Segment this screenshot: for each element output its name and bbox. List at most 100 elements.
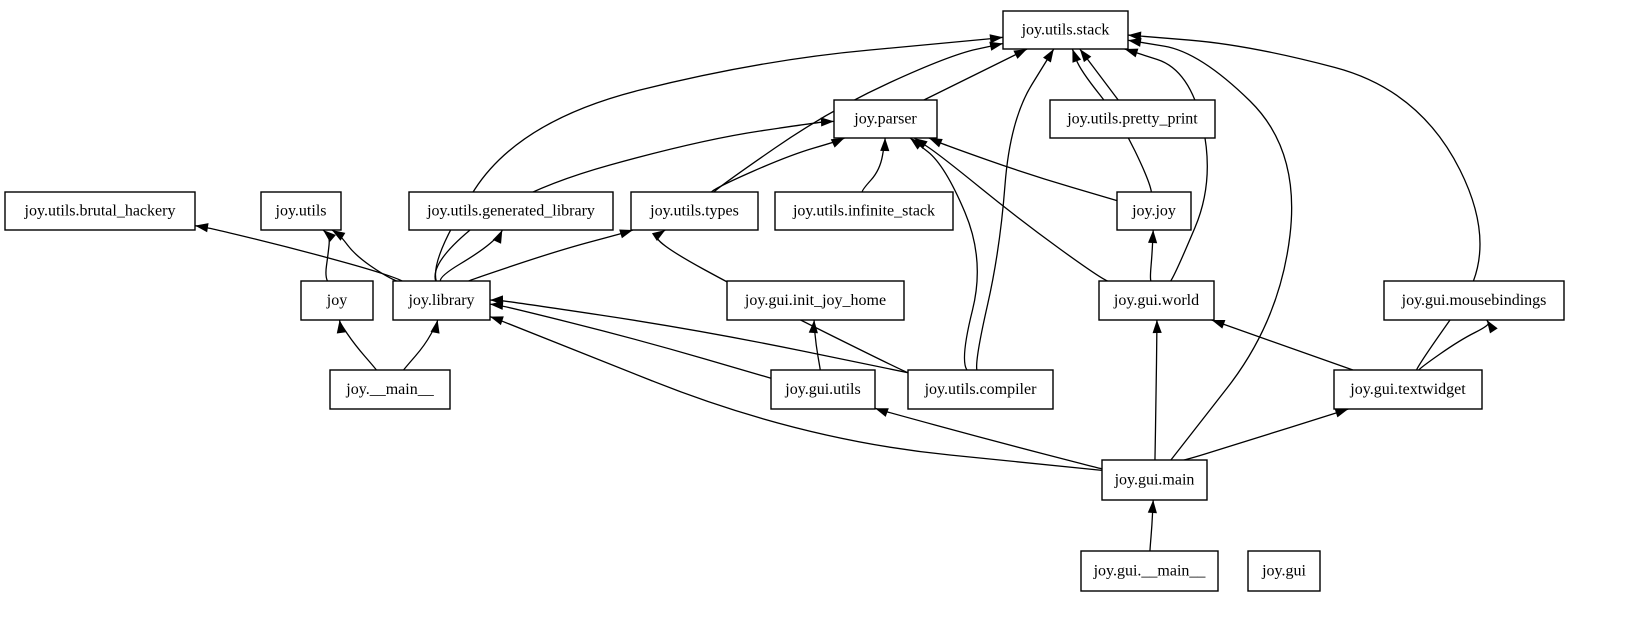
graph-node-joy-utils[interactable]: joy.utils [260, 191, 342, 231]
edge-arrowhead [323, 230, 336, 242]
graph-node-joy-gui-mousebindings[interactable]: joy.gui.mousebindings [1383, 280, 1565, 321]
node-label: joy.__main__ [345, 381, 434, 398]
node-box[interactable] [392, 280, 491, 321]
graph-node-joy-utils-generated-library[interactable]: joy.utils.generated_library [408, 191, 614, 231]
node-label: joy.gui [1261, 563, 1306, 580]
node-label: joy.utils.generated_library [426, 203, 595, 220]
nodes-layer: joy.utils.stack joy.parser joy.utils.prett… [4, 10, 1565, 592]
node-label: joy.gui.textwidget [1349, 381, 1466, 398]
graph-node-joy---main--[interactable]: joy.__main__ [329, 369, 451, 410]
graph-node-joy-gui-world[interactable]: joy.gui.world [1098, 280, 1215, 321]
edge-arrowhead [1211, 320, 1226, 329]
edge-arrowhead [490, 295, 504, 305]
graph-node-joy-utils-stack[interactable]: joy.utils.stack [1002, 10, 1129, 50]
edge-arrowhead [1128, 37, 1142, 47]
node-label: joy.utils.compiler [924, 381, 1038, 398]
graph-edge [403, 319, 439, 371]
graph-edge [1127, 39, 1293, 461]
edge-arrowhead [619, 229, 633, 239]
graph-edge [1211, 319, 1354, 371]
graph-edge [489, 316, 1103, 472]
node-box[interactable] [1098, 280, 1215, 321]
node-label: joy.utils.types [649, 203, 739, 220]
graph-edge [874, 407, 1103, 470]
node-box[interactable] [1049, 99, 1216, 139]
edge-arrowhead [880, 138, 890, 152]
edge-arrowhead [1079, 49, 1092, 63]
graph-node-joy-gui---main--[interactable]: joy.gui.__main__ [1080, 550, 1219, 592]
node-box[interactable] [408, 191, 614, 231]
graph-node-joy-gui-init-joy-home[interactable]: joy.gui.init_joy_home [726, 280, 905, 321]
graph-edge [1124, 48, 1208, 282]
node-label: joy.utils.stack [1021, 22, 1110, 39]
node-box[interactable] [774, 191, 954, 231]
node-box[interactable] [1383, 280, 1565, 321]
graph-edge [439, 229, 503, 282]
edge-arrowhead [331, 230, 346, 241]
graph-edge [928, 137, 1118, 202]
graph-edge [1154, 319, 1158, 461]
edge-arrowhead [928, 138, 943, 148]
graph-node-joy-gui-main[interactable]: joy.gui.main [1101, 459, 1208, 501]
edge-arrowhead [1152, 320, 1162, 334]
graph-edge [975, 48, 1055, 371]
node-label: joy.library [407, 292, 474, 309]
node-box[interactable] [1080, 550, 1219, 592]
graph-node-joy[interactable]: joy [300, 280, 374, 321]
node-box[interactable] [4, 191, 196, 231]
node-label: joy.parser [853, 111, 917, 128]
node-box[interactable] [260, 191, 342, 231]
node-box[interactable] [1101, 459, 1208, 501]
edge-arrowhead [492, 230, 503, 244]
graph-node-joy-utils-pretty-print[interactable]: joy.utils.pretty_print [1049, 99, 1216, 139]
edge-arrowhead [336, 320, 346, 334]
node-label: joy.utils.infinite_stack [792, 203, 935, 220]
node-label: joy.gui.main [1114, 472, 1195, 489]
edge-arrowhead [1147, 500, 1157, 514]
graph-node-joy-gui-utils[interactable]: joy.gui.utils [770, 369, 876, 410]
edge-arrowhead [989, 34, 1003, 44]
edge-arrowhead [651, 230, 666, 241]
graph-node-joy-utils-types[interactable]: joy.utils.types [630, 191, 759, 231]
node-box[interactable] [300, 280, 374, 321]
graph-edge [909, 137, 978, 371]
edge-arrowhead [430, 320, 440, 334]
graph-node-joy-library[interactable]: joy.library [392, 280, 491, 321]
graph-edge [1162, 408, 1349, 464]
node-box[interactable] [1247, 550, 1321, 592]
graph-node-joy-gui[interactable]: joy.gui [1247, 550, 1321, 592]
node-box[interactable] [1333, 369, 1483, 410]
node-label: joy.gui.world [1113, 292, 1199, 309]
graph-edge [194, 225, 403, 282]
node-box[interactable] [770, 369, 876, 410]
node-label: joy.gui.mousebindings [1401, 292, 1547, 309]
graph-node-joy-parser[interactable]: joy.parser [833, 99, 938, 139]
node-box[interactable] [833, 99, 938, 139]
node-box[interactable] [329, 369, 451, 410]
node-box[interactable] [726, 280, 905, 321]
node-label: joy [326, 292, 347, 309]
node-box[interactable] [1002, 10, 1129, 50]
graph-node-joy-utils-infinite-stack[interactable]: joy.utils.infinite_stack [774, 191, 954, 231]
edge-arrowhead [1072, 49, 1082, 63]
graph-edge [338, 319, 377, 371]
edge-arrowhead [910, 138, 924, 150]
edge-arrowhead [1124, 48, 1139, 58]
node-box[interactable] [1116, 191, 1192, 231]
graph-node-joy-utils-brutal-hackery[interactable]: joy.utils.brutal_hackery [4, 191, 196, 231]
edge-arrowhead [1013, 49, 1028, 59]
edge-arrowhead [808, 320, 818, 334]
edge-arrowhead [490, 316, 504, 326]
node-box[interactable] [630, 191, 759, 231]
edge-arrowhead [875, 408, 889, 417]
graph-edge [1418, 319, 1490, 371]
graph-node-joy-utils-compiler[interactable]: joy.utils.compiler [907, 369, 1054, 410]
graph-edge [923, 48, 1028, 101]
graph-edge [434, 120, 835, 282]
edge-arrowhead [820, 117, 834, 127]
node-box[interactable] [907, 369, 1054, 410]
graph-node-joy-joy[interactable]: joy.joy [1116, 191, 1192, 231]
edge-arrowhead [1148, 230, 1158, 244]
graph-node-joy-gui-textwidget[interactable]: joy.gui.textwidget [1333, 369, 1483, 410]
